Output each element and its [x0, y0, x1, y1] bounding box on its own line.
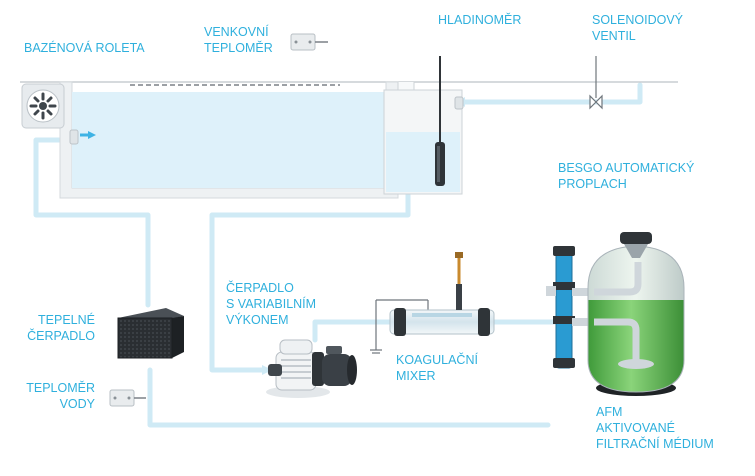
label-coagulation-mixer-2: MIXER: [396, 369, 436, 383]
label-auto-backwash-2: PROPLACH: [558, 177, 627, 191]
label-afm-3: FILTRAČNÍ MÉDIUM: [596, 436, 714, 451]
label-variable-pump-2: S VARIABILNÍM: [226, 296, 316, 311]
pump-to-mixer-pipe: [312, 319, 398, 343]
sand-filter-icon: [546, 232, 685, 396]
label-water-thermometer-2: VODY: [60, 397, 96, 411]
label-level-sensor: HLADINOMĚR: [438, 12, 521, 27]
pool-basin: [59, 81, 464, 199]
skimmer-to-pump-pipe: [209, 192, 411, 373]
label-afm-1: AFM: [596, 405, 622, 419]
thermometer-sensor-icon: [290, 33, 328, 51]
label-pool-cover: BAZÉNOVÁ ROLETA: [24, 40, 145, 55]
fill-water-pipe: [459, 82, 643, 105]
mixer-tube-icon: [370, 252, 495, 354]
label-afm-2: AKTIVOVANÉ: [596, 420, 675, 435]
pump-icon: [266, 339, 357, 398]
pipe-network: [33, 82, 643, 428]
water-thermometer-sensor-icon: [109, 389, 146, 407]
label-coagulation-mixer-1: KOAGULAČNÍ: [396, 352, 478, 367]
label-auto-backwash-1: BESGO AUTOMATICKÝ: [558, 160, 695, 175]
label-outdoor-thermometer-1: VENKOVNÍ: [204, 24, 269, 39]
heat-pump-to-pool-pipe: [33, 137, 151, 308]
label-solenoid-valve-1: SOLENOIDOVÝ: [592, 12, 684, 27]
label-variable-pump-3: VÝKONEM: [226, 312, 289, 327]
label-solenoid-valve-2: VENTIL: [592, 29, 636, 43]
diagram-labels: BAZÉNOVÁ ROLETA VENKOVNÍ TEPLOMĚR HLADIN…: [24, 12, 714, 451]
label-heat-pump-2: ČERPADLO: [27, 328, 95, 343]
heat-pump-icon: [117, 308, 184, 359]
label-outdoor-thermometer-2: TEPLOMĚR: [204, 40, 273, 55]
return-pipe: [147, 367, 551, 428]
roller-cover-icon: [21, 83, 65, 129]
label-heat-pump-1: TEPELNÉ: [38, 312, 95, 327]
label-variable-pump-1: ČERPADLO: [226, 280, 294, 295]
level-probe-icon: [435, 56, 445, 186]
solenoid-valve-icon: [589, 56, 603, 110]
label-water-thermometer-1: TEPLOMĚR: [26, 380, 95, 395]
